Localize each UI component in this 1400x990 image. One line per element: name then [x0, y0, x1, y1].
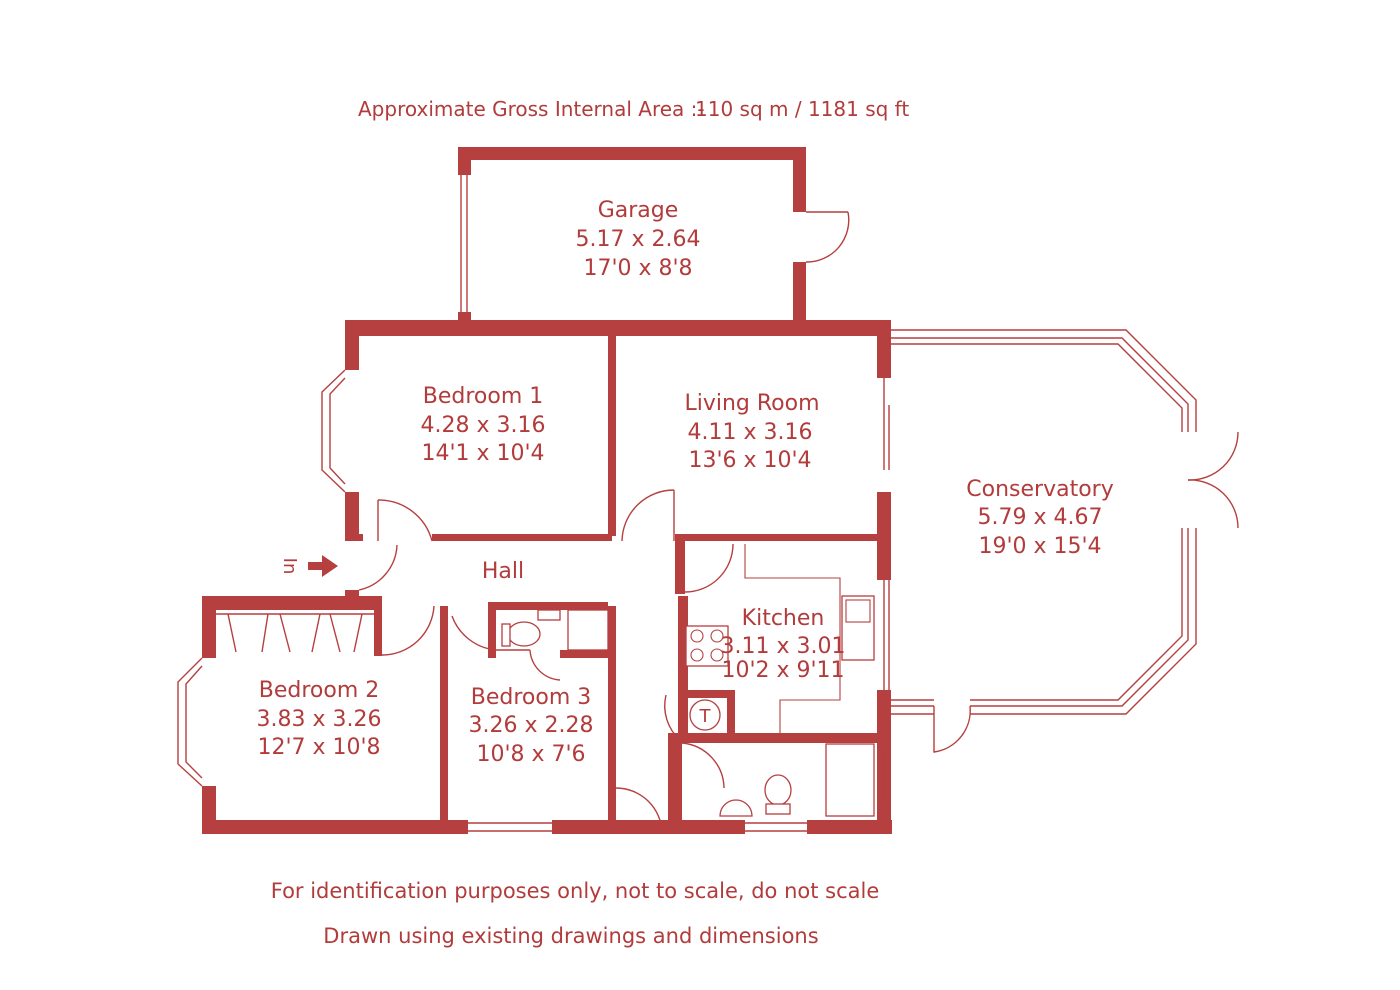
- living-name: Living Room: [684, 391, 819, 416]
- conservatory-metric: 5.79 x 4.67: [978, 505, 1103, 530]
- room-bedroom2: Bedroom 2 3.83 x 3.26 12'7 x 10'8: [257, 678, 382, 760]
- bedroom3-imperial: 10'8 x 7'6: [476, 742, 585, 767]
- bedroom2-imperial: 12'7 x 10'8: [257, 735, 380, 760]
- footer-source-note: Drawn using existing drawings and dimens…: [323, 924, 818, 948]
- bathroom-toilet-icon: [764, 774, 792, 806]
- area-label: Approximate Gross Internal Area :-: [358, 97, 705, 121]
- toilet-icon: [507, 621, 541, 647]
- conservatory-outline: [891, 329, 1239, 753]
- kitchen-imperial: 10'2 x 9'11: [721, 658, 844, 683]
- conservatory-name: Conservatory: [966, 477, 1113, 502]
- garage-name: Garage: [598, 198, 679, 223]
- entrance-label: In: [279, 558, 300, 575]
- house-walls: [177, 320, 892, 834]
- room-bedroom3: Bedroom 3 3.26 x 2.28 10'8 x 7'6: [469, 685, 594, 767]
- room-garage: Garage 5.17 x 2.64 17'0 x 8'8: [576, 198, 701, 281]
- living-metric: 4.11 x 3.16: [688, 420, 813, 445]
- room-conservatory: Conservatory 5.79 x 4.67 19'0 x 15'4: [966, 477, 1113, 559]
- conservatory-imperial: 19'0 x 15'4: [978, 534, 1101, 559]
- bedroom2-name: Bedroom 2: [259, 678, 380, 703]
- bath-icon: [825, 743, 875, 817]
- bedroom1-metric: 4.28 x 3.16: [421, 413, 546, 438]
- bedroom1-name: Bedroom 1: [423, 384, 544, 409]
- footer-disclaimer: For identification purposes only, not to…: [271, 879, 880, 903]
- garage-walls: [458, 147, 850, 324]
- living-imperial: 13'6 x 10'4: [688, 448, 811, 473]
- basin-icon: [537, 609, 561, 621]
- bedroom3-metric: 3.26 x 2.28: [469, 713, 594, 738]
- shower-icon: [567, 609, 609, 651]
- room-living: Living Room 4.11 x 3.16 13'6 x 10'4: [684, 391, 819, 473]
- bathroom-basin-icon: [719, 799, 753, 817]
- boiler-icon: [689, 699, 721, 731]
- garage-imperial: 17'0 x 8'8: [583, 256, 692, 281]
- entrance-arrow: [308, 555, 338, 577]
- bedroom3-name: Bedroom 3: [471, 685, 592, 710]
- kitchen-name: Kitchen: [742, 606, 825, 631]
- room-kitchen: Kitchen 3.11 x 3.01 10'2 x 9'11: [721, 606, 846, 683]
- fixtures: T: [501, 544, 875, 817]
- area-value: 110 sq m / 1181 sq ft: [695, 97, 909, 121]
- bedroom1-imperial: 14'1 x 10'4: [421, 441, 544, 466]
- room-bedroom1: Bedroom 1 4.28 x 3.16 14'1 x 10'4: [421, 384, 546, 466]
- sink-icon: [841, 595, 875, 661]
- kitchen-metric: 3.11 x 3.01: [721, 634, 846, 659]
- garage-metric: 5.17 x 2.64: [576, 227, 701, 252]
- bedroom2-metric: 3.83 x 3.26: [257, 707, 382, 732]
- boiler-label: T: [699, 706, 712, 727]
- hall-name: Hall: [482, 559, 524, 584]
- door-swings: [358, 489, 734, 833]
